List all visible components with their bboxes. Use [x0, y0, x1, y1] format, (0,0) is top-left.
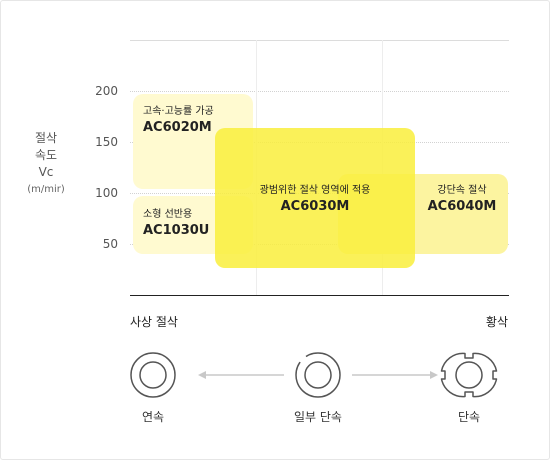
ac1030u-desc: 소형 선반용: [143, 209, 193, 220]
mode-interrupted-label: 단속: [457, 410, 481, 424]
label-ac6020m: 고속·고능률 가공 AC6020M: [143, 102, 214, 135]
interrupted-ring-icon: [440, 352, 498, 398]
y-axis-unit: (m/mir): [27, 184, 65, 195]
arrow-left-icon: [198, 371, 284, 379]
label-ac6030m: 광범위한 절삭 영역에 적용 AC6030M: [215, 181, 415, 214]
y-tick-150: 150: [95, 135, 118, 149]
y-tick-200: 200: [95, 84, 118, 98]
x-axis-right-label: 황삭: [485, 315, 508, 329]
ac6030m-desc: 광범위한 절삭 영역에 적용: [259, 185, 371, 196]
ac6020m-grade: AC6020M: [143, 120, 212, 135]
ac6020m-desc: 고속·고능률 가공: [143, 106, 214, 117]
x-axis-left-label: 사상 절삭: [130, 315, 178, 329]
gridline-200: [130, 91, 509, 92]
continuous-ring-icon: [130, 352, 176, 398]
mode-continuous-label: 연속: [141, 410, 165, 424]
label-ac6040m: 강단속 절삭 AC6040M: [420, 181, 504, 214]
ac1030u-grade: AC1030U: [143, 223, 210, 238]
y-axis-title: 절삭 속도 Vc (m/mir): [14, 130, 78, 198]
cutting-mode-diagram: [130, 352, 498, 398]
zone-ac6030m: [215, 128, 415, 268]
x-axis-line: [130, 295, 509, 296]
ac6040m-grade: AC6040M: [427, 199, 497, 214]
partial-interrupted-ring-icon: [295, 352, 341, 398]
y-axis-title-line-3: Vc: [38, 165, 54, 179]
arrow-right-icon: [352, 371, 438, 379]
y-axis-title-line-2: 속도: [34, 148, 58, 162]
ac6030m-grade: AC6030M: [280, 199, 350, 214]
label-ac1030u: 소형 선반용 AC1030U: [143, 205, 209, 238]
mode-partial-label: 일부 단속: [294, 410, 342, 424]
y-tick-100: 100: [95, 186, 118, 200]
y-axis-title-line-1: 절삭: [34, 131, 58, 145]
y-tick-50: 50: [102, 237, 118, 251]
ac6040m-desc: 강단속 절삭: [437, 185, 487, 196]
plot-top-border: [130, 40, 509, 41]
